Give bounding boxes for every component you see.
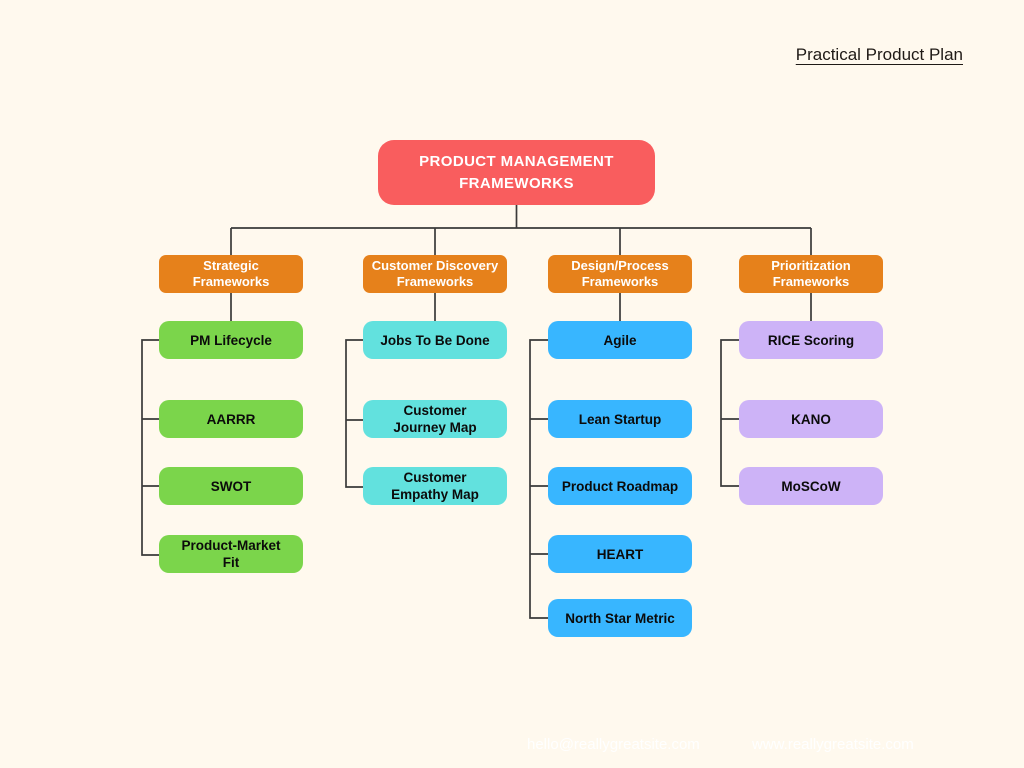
- node-aarrr: AARRR: [159, 400, 303, 438]
- node-kano: KANO: [739, 400, 883, 438]
- watermark-website: www.reallygreatsite.com: [752, 736, 914, 753]
- watermark-email: hello@reallygreatsite.com: [527, 736, 700, 753]
- node-pm-lifecycle: PM Lifecycle: [159, 321, 303, 359]
- node-moscow: MoSCoW: [739, 467, 883, 505]
- category-prioritization-frameworks: Prioritization Frameworks: [739, 255, 883, 293]
- category-design-process-frameworks: Design/Process Frameworks: [548, 255, 692, 293]
- category-strategic-frameworks: Strategic Frameworks: [159, 255, 303, 293]
- root-node: PRODUCT MANAGEMENT FRAMEWORKS: [378, 140, 655, 205]
- node-rice-scoring: RICE Scoring: [739, 321, 883, 359]
- node-product-market-fit: Product-Market Fit: [159, 535, 303, 573]
- node-lean-startup: Lean Startup: [548, 400, 692, 438]
- node-product-roadmap: Product Roadmap: [548, 467, 692, 505]
- node-jobs-to-be-done: Jobs To Be Done: [363, 321, 507, 359]
- node-customer-empathy-map: Customer Empathy Map: [363, 467, 507, 505]
- node-north-star-metric: North Star Metric: [548, 599, 692, 637]
- node-heart: HEART: [548, 535, 692, 573]
- node-agile: Agile: [548, 321, 692, 359]
- category-customer-discovery-frameworks: Customer Discovery Frameworks: [363, 255, 507, 293]
- node-swot: SWOT: [159, 467, 303, 505]
- brand-link[interactable]: Practical Product Plan: [795, 45, 963, 64]
- node-customer-journey-map: Customer Journey Map: [363, 400, 507, 438]
